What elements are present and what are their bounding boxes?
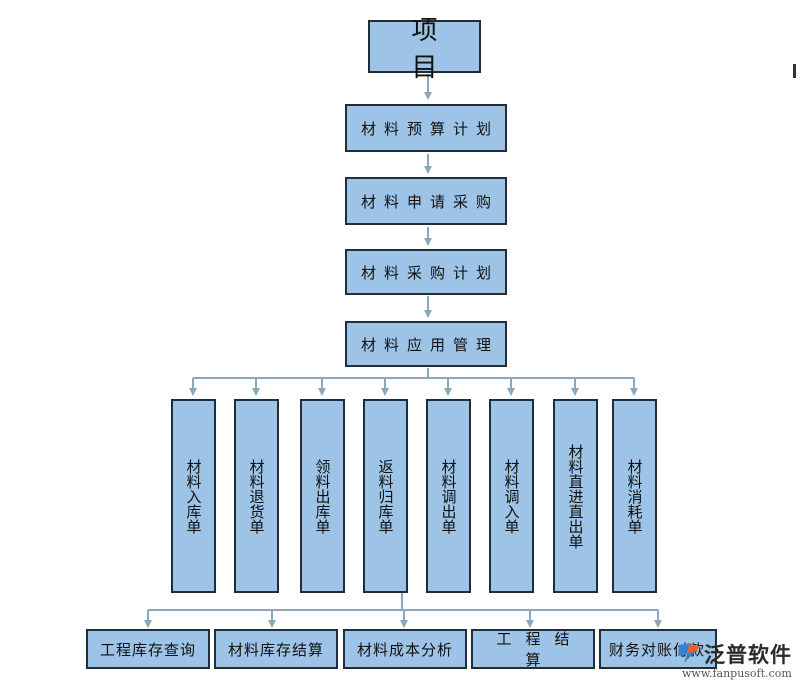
doc-transfer-in: 材料调入单 <box>489 399 534 593</box>
brand-logo-url: www.fanpusoft.com <box>682 667 792 680</box>
step-purchase-request: 材料申请采购 <box>345 177 507 225</box>
step-purchase-plan: 材料采购计划 <box>345 249 507 295</box>
doc-return-to-stock: 返料归库单 <box>363 399 408 593</box>
doc-material-inbound: 材料入库单 <box>171 399 216 593</box>
brand-logo-text: 泛普软件 <box>704 643 792 667</box>
report-project-settlement: 工程结算 <box>471 629 595 669</box>
root-node: 项目 <box>368 16 481 83</box>
step-budget-plan: 材料预算计划 <box>345 104 507 152</box>
report-project-inventory-query: 工程库存查询 <box>86 629 210 669</box>
edge-mark <box>793 64 796 78</box>
report-material-inventory-settlement: 材料库存结算 <box>214 629 338 669</box>
doc-requisition-outbound: 领料出库单 <box>300 399 345 593</box>
doc-direct-in-out: 材料直进直出单 <box>553 399 598 593</box>
doc-material-consumption: 材料消耗单 <box>612 399 657 593</box>
doc-transfer-out: 材料调出单 <box>426 399 471 593</box>
doc-material-return: 材料退货单 <box>234 399 279 593</box>
brand-logo-icon <box>678 643 700 663</box>
report-material-cost-analysis: 材料成本分析 <box>343 629 467 669</box>
brand-logo: 泛普软件 www.fanpusoft.com <box>672 637 800 685</box>
step-usage-management: 材料应用管理 <box>345 321 507 367</box>
